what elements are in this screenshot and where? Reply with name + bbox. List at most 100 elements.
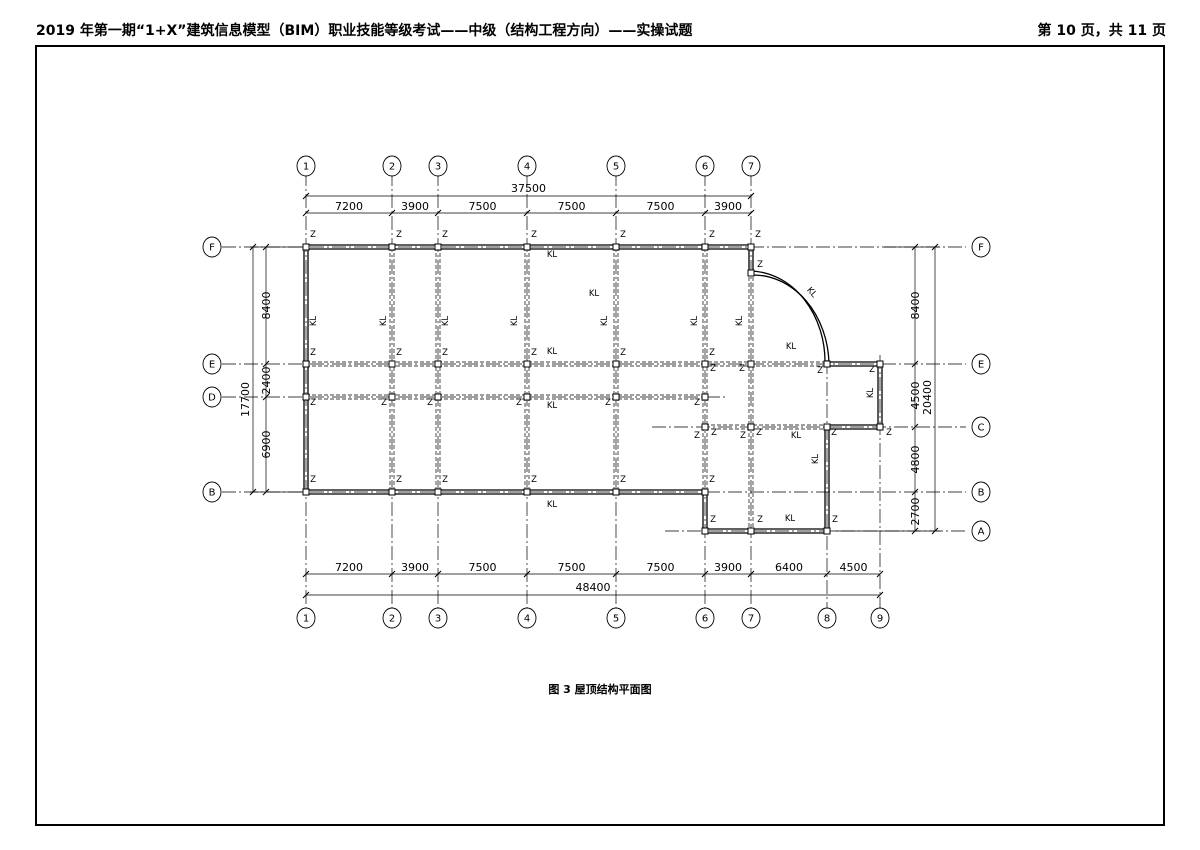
column [701, 527, 709, 535]
column [823, 423, 831, 431]
exam-title: 2019 年第一期“1+X”建筑信息模型（BIM）职业技能等级考试——中级（结构… [36, 23, 693, 39]
dimension-text: 2400 [260, 367, 273, 395]
column [747, 243, 755, 251]
grid-bubble-label: 8 [824, 614, 830, 625]
dimension-text: 4800 [909, 446, 922, 474]
dimension-text: 6400 [775, 561, 803, 574]
dimension-text: 8400 [260, 292, 273, 320]
column-tag: Z [531, 475, 537, 485]
column [523, 488, 531, 496]
grid-bubble [517, 155, 537, 177]
dimension-text: 7200 [335, 200, 363, 213]
column-tag: Z [869, 365, 875, 375]
dimension-tick [262, 360, 270, 368]
grid-bubble-label: 9 [877, 614, 883, 625]
grid-bubble [428, 155, 448, 177]
page-indicator: 第 10 页，共 11 页 [1037, 23, 1166, 39]
dimension-tick [911, 488, 919, 496]
dimension-total: 20400 [921, 380, 934, 415]
column-tag: Z [709, 230, 715, 240]
column-tag: Z [442, 348, 448, 358]
grid-bubble [606, 607, 626, 629]
grid-bubble [971, 236, 991, 258]
column-tag: Z [694, 431, 700, 441]
dimension-text: 4500 [909, 382, 922, 410]
beam-tag: KL [690, 316, 700, 327]
grid-bubble-label: D [208, 393, 216, 404]
grid-bubble-label: E [209, 360, 215, 371]
column-tag: Z [817, 366, 823, 376]
dimension-tick [747, 192, 755, 200]
dimension-tick [612, 209, 620, 217]
column-tag: Z [710, 515, 716, 525]
beam-tag: KL [547, 250, 558, 260]
column [701, 243, 709, 251]
grid-bubble-label: 3 [435, 162, 441, 173]
grid-bubble-label: C [978, 423, 985, 434]
column [747, 527, 755, 535]
grid-bubble [382, 155, 402, 177]
column [823, 527, 831, 535]
column [701, 423, 709, 431]
grid-bubble-label: B [209, 488, 216, 499]
column-tag: Z [531, 230, 537, 240]
column [388, 360, 396, 368]
column [823, 360, 831, 368]
column [523, 393, 531, 401]
dimension-text: 4500 [840, 561, 868, 574]
dimension-tick [523, 209, 531, 217]
grid-bubble-label: 3 [435, 614, 441, 625]
column-tag: Z [755, 230, 761, 240]
column-tag: Z [310, 475, 316, 485]
dimension-total: 17700 [239, 382, 252, 417]
dimension-tick [876, 591, 884, 599]
column [747, 269, 755, 277]
column-tag: Z [396, 475, 402, 485]
dimension-text: 3900 [401, 561, 429, 574]
column-tag: Z [396, 348, 402, 358]
dimension-text: 7500 [469, 200, 497, 213]
dimension-text: 3900 [714, 561, 742, 574]
beam-tag: KL [441, 316, 451, 327]
beam-tag: KL [735, 316, 745, 327]
grid-bubble [296, 155, 316, 177]
column-tag: Z [709, 348, 715, 358]
column [612, 360, 620, 368]
grid-bubble-label: 1 [303, 614, 309, 625]
grid-bubble [741, 155, 761, 177]
grid-bubble [971, 481, 991, 503]
column [302, 488, 310, 496]
columns [302, 243, 884, 535]
column [434, 360, 442, 368]
column-tag: Z [310, 230, 316, 240]
beam-tag: KL [547, 500, 558, 510]
grid-bubble [606, 155, 626, 177]
column-tag: Z [396, 230, 402, 240]
grid-bubble-label: 6 [702, 614, 708, 625]
column [701, 393, 709, 401]
outline-arc [750, 274, 830, 365]
grid-axes [222, 172, 966, 620]
dimension-tick [701, 209, 709, 217]
column [747, 423, 755, 431]
dimension-tick [911, 360, 919, 368]
column-tag: Z [605, 398, 611, 408]
beam-tag: KL [866, 388, 876, 399]
column-tag: Z [620, 230, 626, 240]
column [701, 360, 709, 368]
column-tag: Z [757, 515, 763, 525]
dimension-tick [876, 570, 884, 578]
dimension-tick [911, 423, 919, 431]
column-tag: Z [310, 348, 316, 358]
dimension-text: 7500 [558, 561, 586, 574]
grid-bubble-label: 6 [702, 162, 708, 173]
column-tag: Z [531, 348, 537, 358]
column-tag: Z [832, 515, 838, 525]
grid-bubble [202, 386, 222, 408]
column [302, 243, 310, 251]
column [523, 360, 531, 368]
grid-bubble-label: F [978, 243, 984, 254]
dimension-text: 6900 [260, 431, 273, 459]
grid-bubble-label: 2 [389, 614, 395, 625]
dimension-text: 7500 [469, 561, 497, 574]
